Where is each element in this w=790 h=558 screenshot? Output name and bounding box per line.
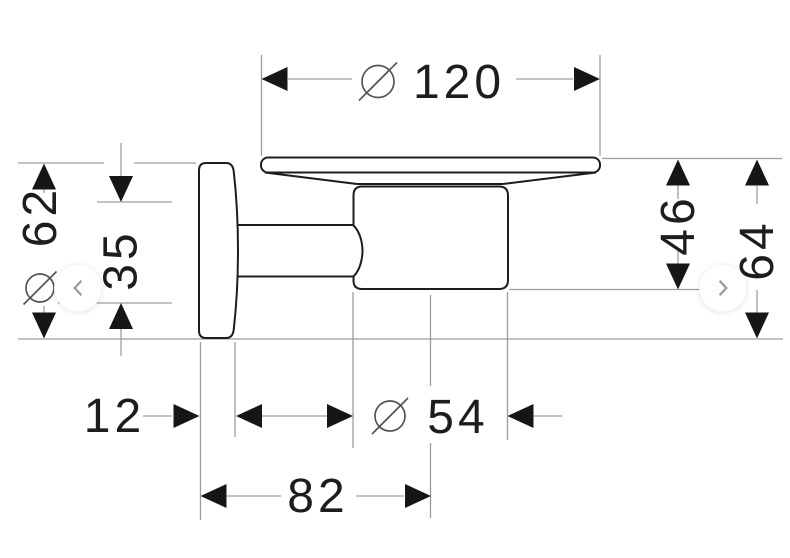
holder-cup [352,185,509,290]
construction-lines [18,55,783,520]
carousel-next-button[interactable] [699,264,747,312]
dim-label-62: 62 [14,186,67,247]
dim-label-54: 54 [427,391,488,444]
diameter-icon-left [22,270,58,306]
dim-label-120: 120 [413,56,505,109]
dim-label-12: 12 [84,390,145,443]
chevron-right-icon [718,280,728,296]
diameter-symbols [22,61,409,435]
dim-label-46: 46 [652,194,705,255]
dimension-arrows [32,67,769,508]
dish-plate [260,156,601,174]
diameter-icon-bottom [371,397,409,435]
dim-label-82: 82 [287,470,348,523]
carousel-prev-button[interactable] [54,264,102,312]
wall-backplate [198,162,239,339]
chevron-left-icon [73,280,83,296]
dimension-labels: 120 62 35 46 64 12 54 82 [14,56,784,523]
diameter-icon-top [358,61,398,102]
dim-label-35: 35 [95,229,148,290]
product-outline [198,156,601,339]
